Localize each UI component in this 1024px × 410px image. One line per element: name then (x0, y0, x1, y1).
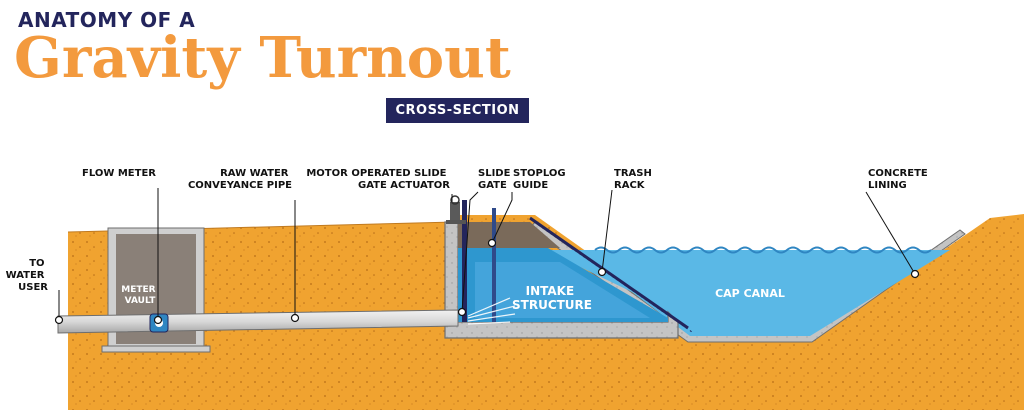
subtitle-badge: CROSS-SECTION (386, 98, 529, 123)
trash-rack (529, 216, 689, 330)
label-cap-canal: CAP CANAL (715, 287, 785, 300)
label-meter-vault: METER VAULT (121, 285, 158, 306)
stoplog-guide (492, 208, 496, 322)
trash-rack-grid (533, 221, 693, 333)
label-concrete-lining: CONCRETE LINING (868, 168, 931, 191)
intake-water-light (475, 262, 650, 318)
canal-water (545, 250, 950, 336)
label-stoplog-guide: STOPLOG GUIDE (513, 168, 569, 191)
title-line-2: Gravity Turnout (14, 25, 511, 91)
flow-arrows (467, 297, 516, 325)
label-slide-gate: SLIDE GATE (478, 168, 514, 191)
label-motor-actuator: MOTOR OPERATED SLIDE GATE ACTUATOR (306, 168, 450, 191)
label-raw-water-pipe: RAW WATER CONVEYANCE PIPE (188, 168, 292, 191)
gate-actuator (450, 202, 460, 222)
meter-vault-base (101, 345, 211, 353)
slide-gate (462, 200, 467, 322)
actuator-base (446, 220, 466, 224)
label-to-water-user: TO WATER USER (6, 258, 49, 293)
leader-lines (58, 188, 916, 320)
water-surface-wave (594, 246, 932, 254)
title-line-1: ANATOMY OF A (18, 8, 196, 32)
actuator-handwheel (450, 195, 460, 205)
label-flow-meter: FLOW METER (82, 168, 156, 179)
leader-dots (54, 238, 920, 325)
intake-upper-fill (458, 222, 560, 248)
label-trash-rack: TRASH RACK (614, 168, 655, 191)
label-intake-structure: INTAKE STRUCTURE (512, 284, 592, 312)
